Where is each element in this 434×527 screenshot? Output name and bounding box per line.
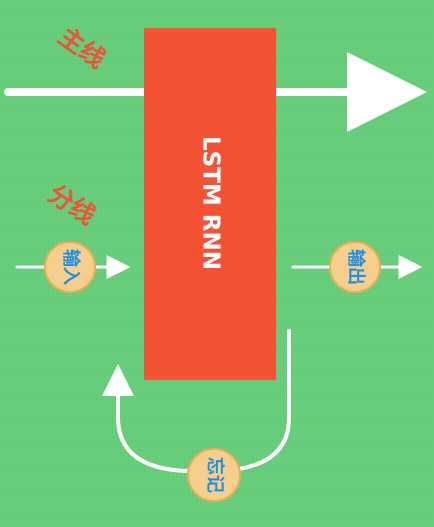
output-label: 输出 (345, 249, 367, 285)
main-line-label: 主线 (53, 22, 111, 74)
forget-label: 忘记 (204, 457, 226, 493)
branch-line-label: 分线 (43, 179, 101, 231)
input-label: 输入 (60, 249, 82, 285)
input-badge (44, 241, 96, 293)
lstm-rnn-block (144, 28, 276, 380)
forget-badge (187, 448, 241, 502)
lstm-rnn-label: LSTM RNN (198, 136, 224, 270)
output-badge (329, 241, 381, 293)
